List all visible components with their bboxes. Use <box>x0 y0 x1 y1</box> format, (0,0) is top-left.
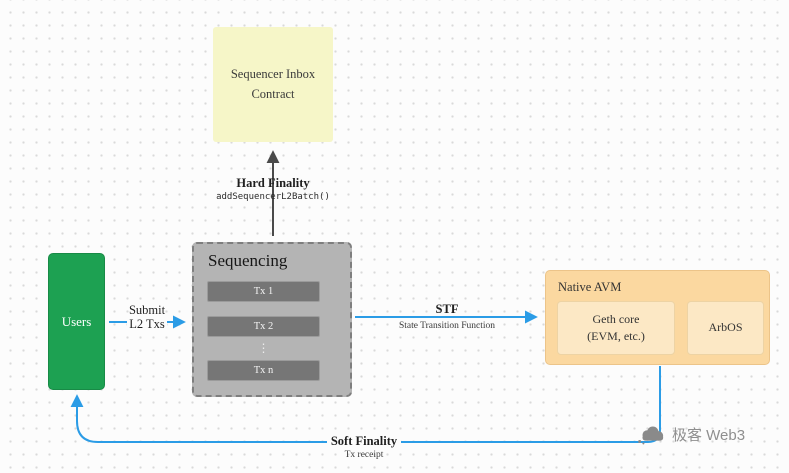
hard-finality-label: Hard Finality <box>236 176 310 190</box>
tx-n-label: Tx n <box>253 365 274 376</box>
tx-n-box: Tx n <box>207 360 320 381</box>
geth-core-label-line2: (EVM, etc.) <box>587 329 645 343</box>
cloud-logo-icon <box>638 426 664 445</box>
hard-finality-code-label: addSequencerL2Batch() <box>216 192 330 202</box>
sequencer-inbox-label-line2: Contract <box>251 86 295 101</box>
tx-1-box: Tx 1 <box>207 281 320 302</box>
arbos-box: ArbOS <box>687 301 764 355</box>
tx-2-label: Tx 2 <box>253 321 274 332</box>
sequencer-inbox-label-line1: Sequencer Inbox <box>230 67 316 82</box>
geth-core-label-line1: Geth core <box>592 311 640 326</box>
stf-label: STF <box>435 302 459 316</box>
stf-sublabel: State Transition Function <box>398 321 496 331</box>
soft-finality-label-text: Soft Finality <box>326 434 402 448</box>
watermark-text: 极客 Web3 <box>672 426 746 444</box>
native-avm-title: Native AVM <box>558 280 622 294</box>
users-node: Users <box>48 253 105 390</box>
submit-label-line2-text: L2 Txs <box>127 317 167 331</box>
users-label: Users <box>61 313 92 329</box>
watermark: 极客 Web3 <box>634 420 745 448</box>
tx-ellipsis: ⋮ <box>257 341 270 355</box>
tx-1-label: Tx 1 <box>253 286 274 297</box>
sequencing-title: Sequencing <box>208 251 288 270</box>
arbos-label: ArbOS <box>708 320 743 335</box>
geth-core-box: Geth core (EVM, etc.) <box>557 301 675 355</box>
submit-label-line1: Submit <box>128 303 166 317</box>
soft-finality-sublabel: Tx receipt <box>344 450 384 460</box>
sequencing-node: Sequencing Tx 1 Tx 2 ⋮ Tx n <box>192 242 352 397</box>
native-avm-node: Native AVM Geth core (EVM, etc.) ArbOS <box>545 270 770 365</box>
soft-finality-arrow <box>70 366 661 443</box>
sequencer-inbox-contract-node: Sequencer Inbox Contract <box>213 27 333 142</box>
soft-finality-label: Soft Finality <box>294 434 434 449</box>
tx-2-box: Tx 2 <box>207 316 320 337</box>
submit-label-line2: L2 Txs <box>112 317 182 332</box>
